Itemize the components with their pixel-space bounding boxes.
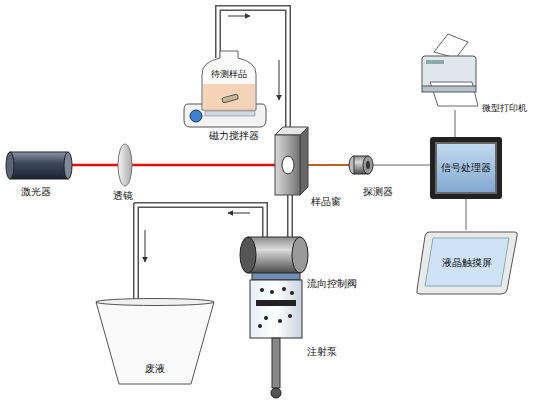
part-label: 激光器 [20,185,52,199]
connector [466,199,467,230]
processor-box: 信号处理器 [430,137,502,199]
node-text: 信号处理器 [441,161,491,175]
part-label: 磁力搅拌器 [208,129,260,143]
connector [455,110,456,137]
part-label: 注射泵 [306,345,338,359]
node-text: 待测样品 [211,68,247,81]
node-text: 微型打印机 [482,102,527,115]
waste-bucket: 废液 [95,298,215,386]
part-label: 样品窗 [310,195,342,209]
printer: 微型打印机 [418,32,480,110]
part-label: 探测器 [362,185,394,199]
part-label: 流向控制阀 [306,277,358,291]
touch-screen: 液晶触摸屏 [415,230,519,296]
part-label: 透镜 [112,189,134,203]
node-text: 废液 [145,362,165,376]
sample-bottle: 待测样品 [200,50,258,112]
node-text: 液晶触摸屏 [442,256,492,270]
